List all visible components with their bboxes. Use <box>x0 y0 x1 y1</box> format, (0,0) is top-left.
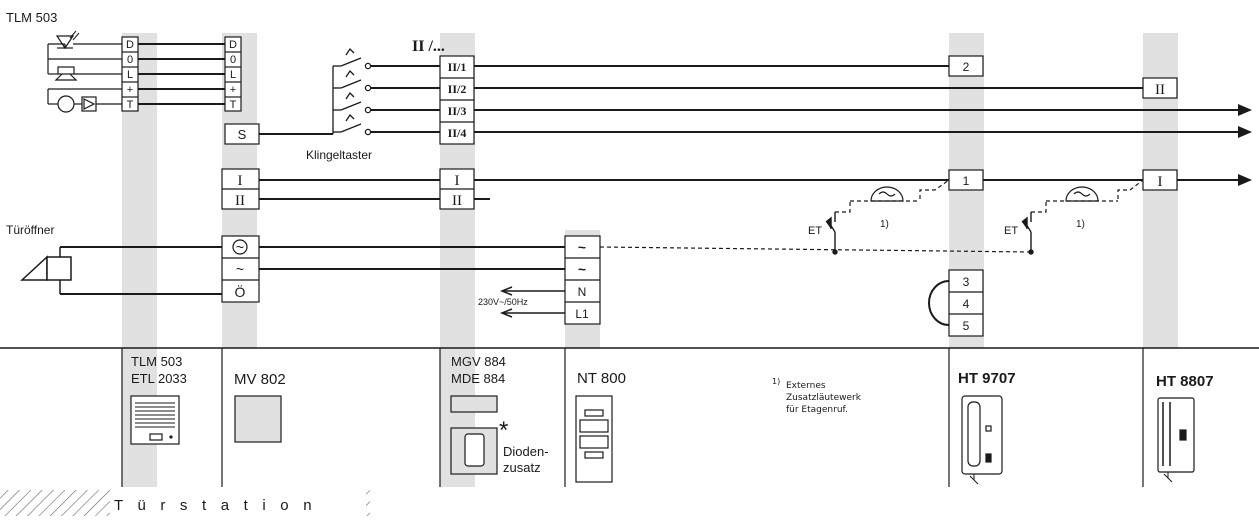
door-station-label-bg <box>110 490 366 516</box>
mgv-bus-terminals: I II <box>439 168 475 210</box>
diode-label-line-1: Dioden- <box>503 444 549 459</box>
mv-terminal-D: D <box>229 39 237 51</box>
microphone-icon <box>57 95 75 113</box>
mv-bus-II: II <box>235 193 245 209</box>
ht9707-terminal-2: 2 <box>963 60 970 74</box>
nt-ac-out-1: ~ <box>578 239 586 255</box>
ht9707-handset-icon <box>961 395 1003 485</box>
ht8807-terminal-II-box <box>1142 77 1178 99</box>
terminal-II-2: II/2 <box>448 82 467 96</box>
device-etl-name: ETL 2033 <box>131 371 187 386</box>
ht8807-terminal-II: II <box>1155 82 1165 98</box>
mde-device-icon <box>450 395 498 413</box>
device-ht9707-name: HT 9707 <box>958 370 1016 387</box>
footnote-line-1: Externes <box>786 381 826 391</box>
tlm-device-icon <box>130 395 180 445</box>
led-icon <box>55 35 75 50</box>
et-button-2 <box>1021 212 1034 255</box>
device-strip-columns <box>121 348 1144 487</box>
ac-dashed-feed <box>599 246 1032 253</box>
wire-bridge <box>928 280 950 326</box>
bus-wires <box>259 179 1238 200</box>
tlm-terminal-block: D 0 L + T <box>121 36 139 112</box>
bell-push-label: Klingeltaster <box>306 148 372 162</box>
bell-wires <box>474 65 1238 133</box>
bell-terminal-block: II/1 II/2 II/3 II/4 <box>439 55 475 145</box>
ht9707-terminal-5: 5 <box>963 319 970 333</box>
tlm-terminal-plus: + <box>127 84 133 96</box>
ht9707-terminal-3: 3 <box>963 275 970 289</box>
ht9707-terminal-1: 1 <box>963 174 970 188</box>
mgv-bus-I: I <box>455 173 460 189</box>
diode-module-icon <box>450 427 498 475</box>
tlm-terminal-T: T <box>127 99 134 111</box>
door-opener-symbol <box>20 246 222 295</box>
footnote-line-2: Zusatzläutewerk <box>786 393 862 403</box>
device-mv-name: MV 802 <box>234 371 286 388</box>
mv-power-terminals: ~ ~ Ö <box>221 235 260 303</box>
et-label-2: ET <box>1004 225 1018 237</box>
nt-device-icon <box>575 395 613 483</box>
mv-bus-terminals: I II <box>221 168 260 210</box>
s-terminal-label: S <box>238 127 247 142</box>
asterisk-mark: * <box>499 417 508 444</box>
ht9707-terminal-2-box <box>948 55 984 77</box>
terminal-II-4: II/4 <box>448 126 467 140</box>
diode-label-line-2: zusatz <box>503 460 541 475</box>
ht9707-terminal-1-box <box>948 169 984 191</box>
bell-push-switches <box>259 47 440 136</box>
tlm-symbols <box>47 30 122 113</box>
audio-wires <box>138 43 225 105</box>
mains-voltage-label: 230V~/50Hz <box>478 297 528 307</box>
power-wires <box>259 246 565 270</box>
terminal-II-3: II/3 <box>448 104 467 118</box>
tlm-header-label: TLM 503 <box>6 10 57 25</box>
footnote-ref-1: 1) <box>880 219 889 230</box>
nt-terminals: ~ ~ N L1 <box>564 235 601 325</box>
wire-arrows <box>1238 104 1252 186</box>
mv-bus-I: I <box>238 173 243 189</box>
mv-terminal-T: T <box>230 99 237 111</box>
footnote-line-3: für Etagenruf. <box>786 405 848 415</box>
tlm-terminal-0: 0 <box>127 54 133 66</box>
device-ht8807-name: HT 8807 <box>1156 373 1214 390</box>
mv-terminal-plus: + <box>230 84 236 96</box>
terminal-II-1: II/1 <box>448 60 467 74</box>
ht8807-handset-icon <box>1157 397 1195 483</box>
mains-arrows <box>499 286 565 318</box>
nt-ac-out-2: ~ <box>578 261 586 277</box>
nt-terminal-L1: L1 <box>575 307 589 321</box>
tlm-terminal-D: D <box>126 39 134 51</box>
door-station-label: T ü r s t a t i o n <box>114 497 317 514</box>
group-label: II /... <box>412 38 445 55</box>
speaker-icon <box>57 66 75 75</box>
mv-opener-terminal: Ö <box>235 283 246 300</box>
device-mde-name: MDE 884 <box>451 371 505 386</box>
external-bell-wiring <box>835 179 1144 213</box>
mv-ac-in-1: ~ <box>236 239 244 255</box>
device-nt-name: NT 800 <box>577 370 626 387</box>
door-opener-label: Türöffner <box>6 223 54 237</box>
mv-ac-in-2: ~ <box>236 261 244 277</box>
mv-terminal-block: D 0 L + T <box>224 36 242 112</box>
mgv-bus-II: II <box>452 193 462 209</box>
et-label-1: ET <box>808 225 822 237</box>
nt-terminal-N: N <box>578 285 587 299</box>
mv-device-icon <box>234 395 282 443</box>
external-bell-icon-1 <box>850 186 920 202</box>
mv-terminal-0: 0 <box>230 54 236 66</box>
device-tlm-name: TLM 503 <box>131 354 182 369</box>
mv-terminal-L: L <box>230 69 236 81</box>
device-mgv-name: MGV 884 <box>451 354 506 369</box>
ht9707-terminal-4: 4 <box>963 297 970 311</box>
ht9707-bridge-terminals: 3 4 5 <box>928 269 984 337</box>
footnote-ref-2: 1) <box>1076 219 1085 230</box>
et-button-1 <box>825 212 838 255</box>
ht8807-terminal-I: I <box>1158 174 1163 190</box>
tlm-terminal-L: L <box>127 69 133 81</box>
footnote-prefix: 1) <box>772 377 780 386</box>
external-bell-icon-2 <box>1046 186 1118 202</box>
